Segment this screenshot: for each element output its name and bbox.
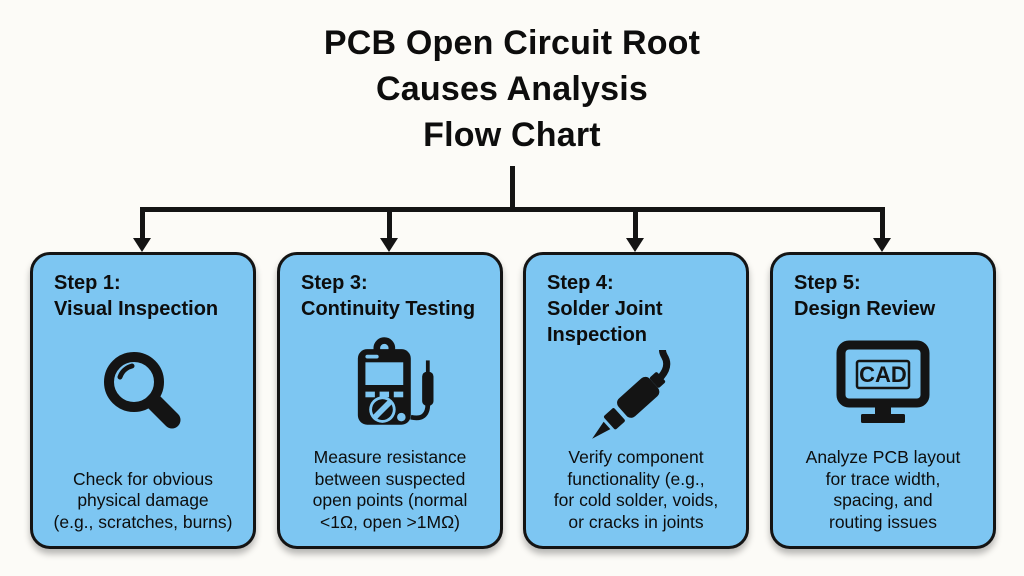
cad-monitor-icon: CAD [787, 322, 979, 447]
step-box-visual-inspection: Step 1: Visual Inspection Check for obvi… [30, 252, 256, 549]
multimeter-icon [294, 322, 486, 447]
connector-drop-1 [140, 207, 145, 239]
step-title: Step 1: Visual Inspection [54, 272, 219, 320]
connector-horizontal-bar [140, 207, 884, 212]
arrowhead-icon [626, 238, 644, 252]
step-box-design-review: Step 5: Design Review CAD Analyze PCB la… [770, 252, 996, 549]
step-description: Verify component functionality (e.g., fo… [553, 447, 719, 532]
connector-drop-4 [880, 207, 885, 239]
step-box-continuity-testing: Step 3: Continuity Testing Measure resis… [277, 252, 503, 549]
step-box-solder-joint-inspection: Step 4: Solder Joint Inspection Verify c… [523, 252, 749, 549]
step-description: Measure resistance between suspected ope… [312, 447, 468, 532]
connector-drop-2 [387, 207, 392, 239]
step-description: Analyze PCB layout for trace width, spac… [805, 447, 961, 532]
soldering-iron-icon [540, 348, 732, 447]
connector-stem [510, 166, 515, 212]
step-title: Step 4: Solder Joint Inspection [547, 272, 663, 346]
step-description: Check for obvious physical damage (e.g.,… [53, 468, 233, 532]
arrowhead-icon [133, 238, 151, 252]
arrowhead-icon [380, 238, 398, 252]
cad-label: CAD [859, 362, 907, 387]
arrowhead-icon [873, 238, 891, 252]
step-title: Step 3: Continuity Testing [301, 272, 476, 320]
connector-drop-3 [633, 207, 638, 239]
chart-title: PCB Open Circuit Root Causes Analysis Fl… [323, 24, 701, 154]
step-title: Step 5: Design Review [794, 272, 936, 320]
magnifier-icon [47, 322, 239, 469]
